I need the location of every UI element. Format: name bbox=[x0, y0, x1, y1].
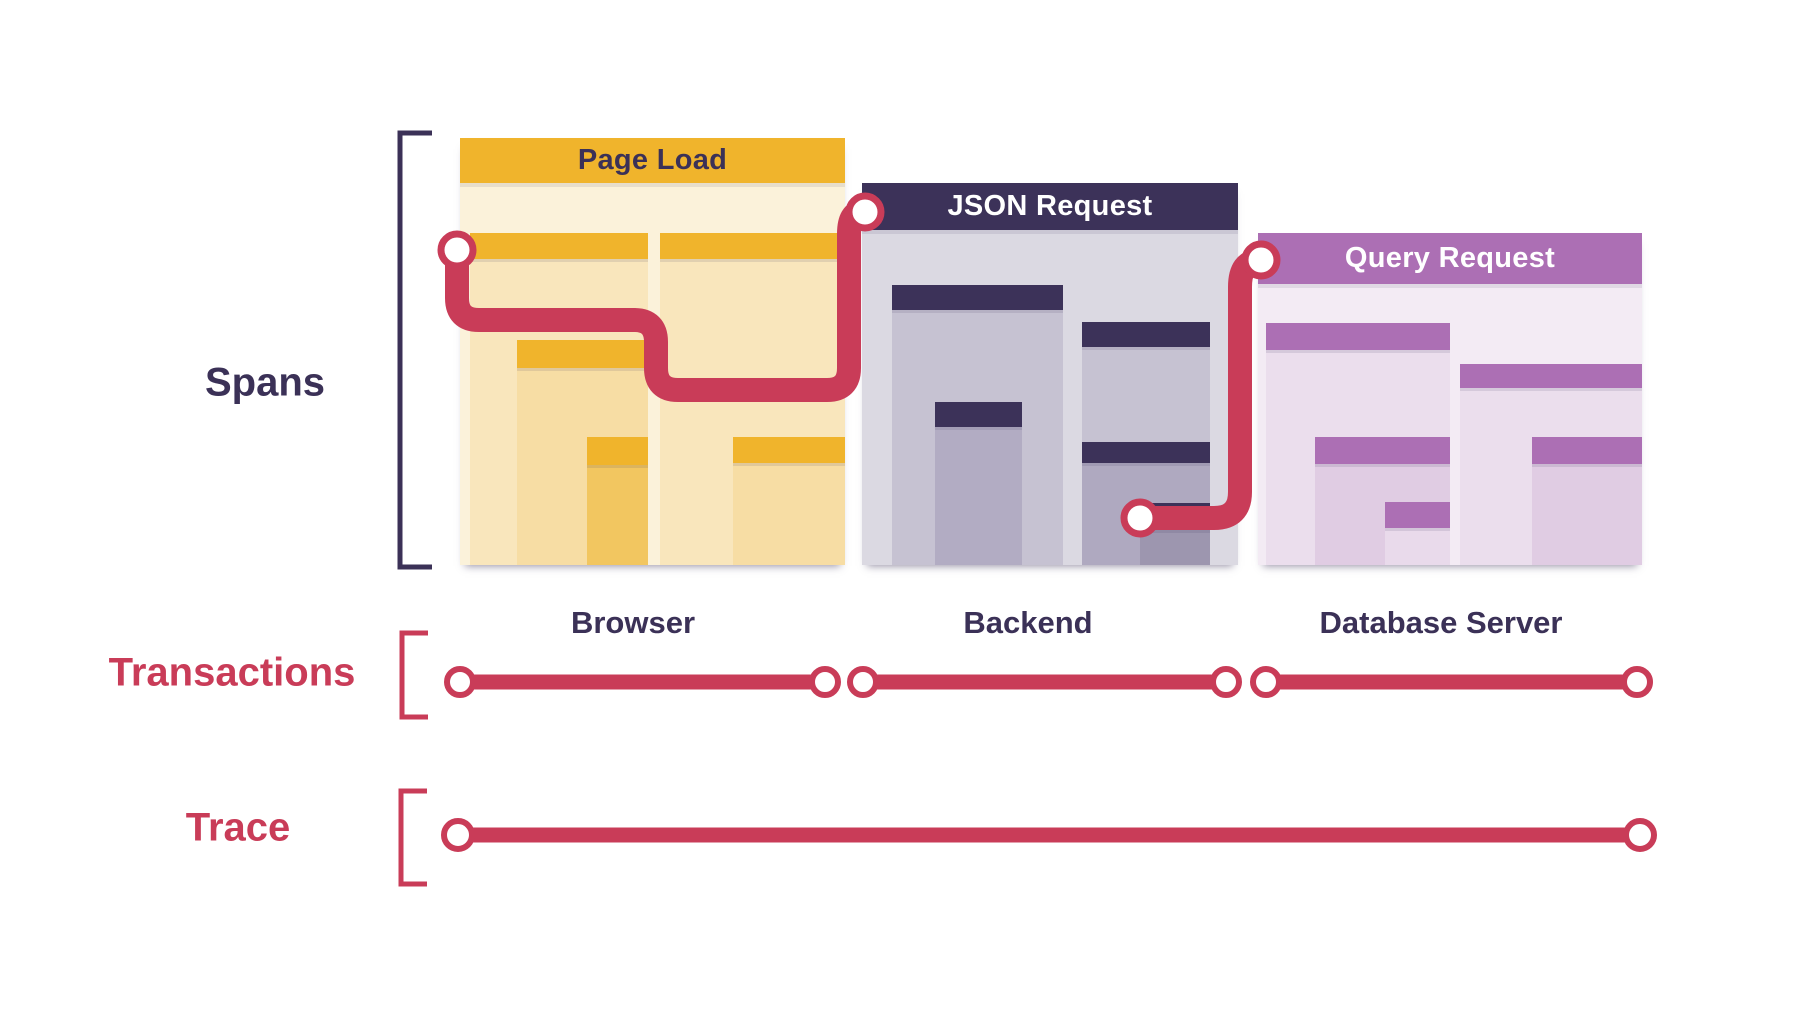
span-query-request-3 bbox=[1385, 502, 1450, 565]
block-header-page-load: Page Load bbox=[460, 138, 845, 183]
trace-label: Trace bbox=[185, 805, 291, 850]
block-header-json-request: JSON Request bbox=[862, 183, 1238, 230]
span-bar-query-request-3 bbox=[1385, 502, 1450, 528]
span-bar-query-request-1 bbox=[1266, 323, 1450, 350]
span-block-json-request: JSON Request bbox=[862, 183, 1238, 565]
tier-label-json-request: Backend bbox=[963, 605, 1093, 640]
tier-label-page-load: Browser bbox=[570, 605, 696, 640]
span-bar-json-request-1 bbox=[892, 285, 1063, 310]
block-header-query-request: Query Request bbox=[1258, 233, 1642, 284]
span-page-load-5 bbox=[733, 437, 845, 565]
span-page-load-3 bbox=[587, 437, 648, 565]
spans-label: Spans bbox=[204, 360, 326, 405]
span-query-request-2 bbox=[1315, 437, 1450, 565]
span-bar-page-load-5 bbox=[733, 437, 845, 463]
span-bar-query-request-5 bbox=[1532, 437, 1642, 464]
transactions-label: Transactions bbox=[108, 650, 356, 695]
span-block-query-request: Query Request bbox=[1258, 233, 1642, 565]
tier-label-query-request: Database Server bbox=[1319, 605, 1563, 640]
span-bar-page-load-3 bbox=[587, 437, 648, 465]
span-json-request-2 bbox=[935, 402, 1022, 565]
span-bar-query-request-4 bbox=[1460, 364, 1642, 388]
span-bar-query-request-2 bbox=[1315, 437, 1450, 464]
span-query-request-5 bbox=[1532, 437, 1642, 565]
span-bar-json-request-2 bbox=[935, 402, 1022, 427]
